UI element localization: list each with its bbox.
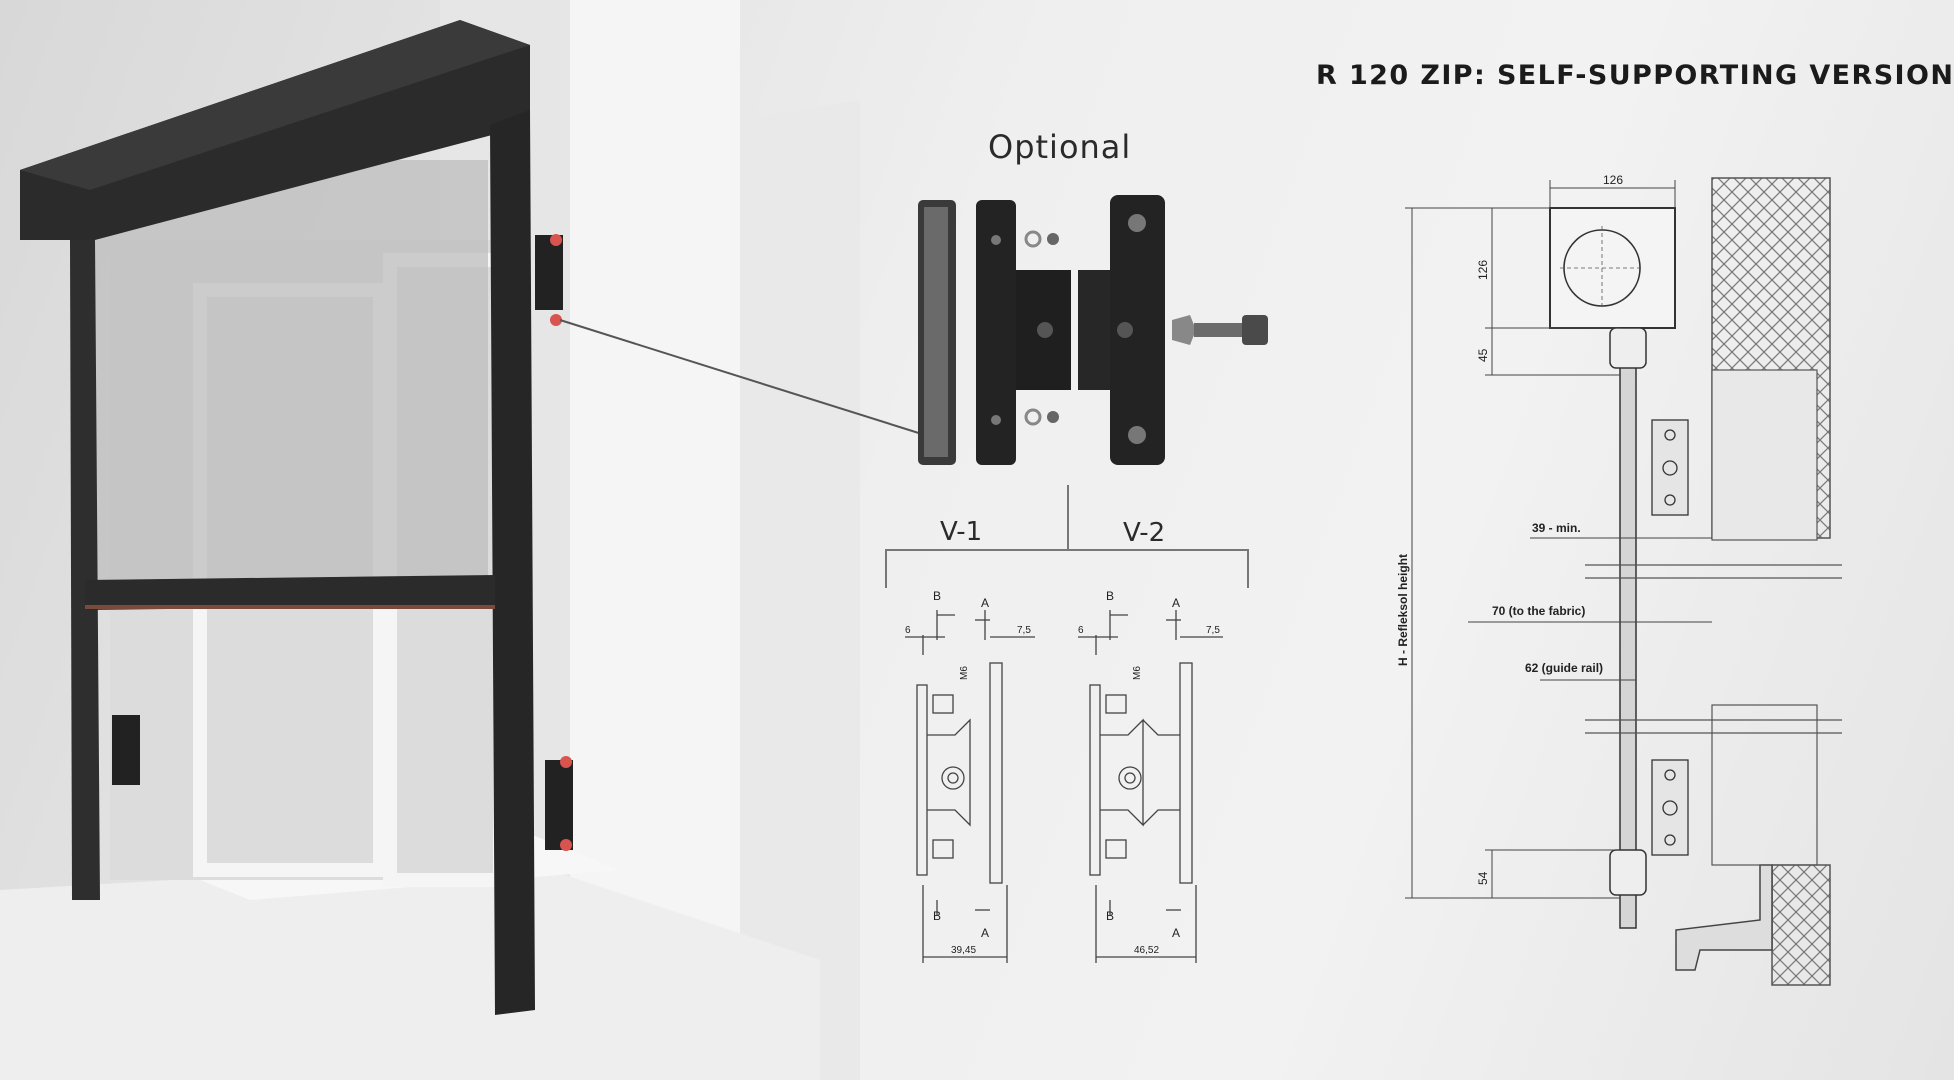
guide-rail-bottom-cap	[1609, 849, 1647, 896]
bracket-top-bolt-2	[550, 314, 562, 326]
v1-center-bolt	[941, 766, 965, 790]
variant-bracket-line	[885, 485, 1249, 588]
v2-dim-right: 7,5	[1206, 625, 1220, 636]
bracket-plate-thin-face	[924, 207, 948, 457]
v1-dim-b-top: B	[933, 589, 941, 603]
guide-rail-right	[490, 110, 535, 1015]
bolt-nut	[1172, 315, 1196, 345]
v1-dim-right: 7,5	[1017, 625, 1031, 636]
v1-profile	[927, 718, 971, 827]
callout-line	[559, 319, 926, 436]
v1-bolt-bottom	[932, 839, 954, 859]
bolt-head	[1242, 315, 1268, 345]
v1-plate-right	[989, 662, 1003, 884]
bracket-left	[112, 715, 140, 785]
v1-dim-b-bottom: B	[933, 909, 941, 923]
v1-width-label: 39,45	[951, 945, 976, 956]
v1-plate-left	[916, 684, 928, 876]
window-render	[0, 0, 926, 1080]
bracket-plate-large	[1110, 195, 1165, 465]
v2-dim-left: 6	[1078, 625, 1084, 636]
nut-top	[1047, 233, 1059, 245]
bracket-bottom-bolt-1	[560, 756, 572, 768]
guide-rail	[1619, 327, 1637, 929]
v2-width-label: 46,52	[1134, 945, 1159, 956]
section-drawing: 126 126 45 54 H - Refleksol height 39 - …	[1396, 173, 1842, 986]
v1-dim-a-top: A	[981, 596, 989, 610]
v2-dim-b-top: B	[1106, 589, 1114, 603]
bottom-bar	[85, 575, 495, 610]
washer-bottom	[1024, 408, 1042, 426]
window-sill	[0, 860, 820, 1080]
dim-top-126-label: 126	[1603, 173, 1623, 187]
v2-plate-left	[1089, 684, 1101, 876]
dim-box-126-label: 126	[1476, 260, 1490, 280]
bracket-large-hole-3	[1117, 322, 1133, 338]
bracket-plate-mid	[976, 200, 1016, 465]
washer-top	[1024, 230, 1042, 248]
v2-center-bolt	[1118, 766, 1142, 790]
guide-rail-top-cap	[1609, 327, 1647, 369]
v1-bolt-label: M6	[959, 666, 970, 680]
cassette-box-top	[20, 20, 530, 190]
wall-plain	[1711, 369, 1818, 541]
bracket-hole-1	[991, 235, 1001, 245]
bracket-top	[535, 235, 563, 310]
v2-profile	[1100, 718, 1180, 827]
v2-plate-right	[1179, 662, 1193, 884]
wall-reveal-lower	[1711, 704, 1818, 866]
v2-dim-b-bottom: B	[1106, 909, 1114, 923]
v1-dim-a-bottom: A	[981, 926, 989, 940]
dim-54-label: 54	[1476, 871, 1490, 885]
v1-bolt-top	[932, 694, 954, 714]
bracket-hole-2	[991, 415, 1001, 425]
v2-bolt-label: M6	[1132, 666, 1143, 680]
bracket-bottom	[545, 760, 573, 850]
wall-hatch-bottom	[1771, 864, 1831, 986]
v2-dim-a-top: A	[1172, 596, 1180, 610]
wall-pillar	[520, 0, 740, 1080]
variant-v2-label: V-2	[1123, 518, 1166, 548]
screen-fabric	[88, 160, 488, 600]
exploded-bracket	[918, 195, 1268, 465]
window-sill-profile	[1675, 864, 1773, 971]
dim-45-label: 45	[1476, 348, 1490, 362]
bracket-large-hole-1	[1128, 214, 1146, 232]
optional-label: Optional	[988, 128, 1132, 166]
bracket-top-bolt-1	[550, 234, 562, 246]
v2-dim-a-bottom: A	[1172, 926, 1180, 940]
dim-fabric-label: 70 (to the fabric)	[1492, 604, 1585, 618]
v1-drawing: B A 6 7,5 M6 B A 39,45	[905, 589, 1035, 963]
dim-min-label: 39 - min.	[1532, 521, 1581, 535]
bracket-block-hole-1	[1037, 322, 1053, 338]
bolt-shaft	[1194, 323, 1242, 337]
v1-dim-left: 6	[905, 625, 911, 636]
variant-v1-label: V-1	[940, 517, 983, 547]
dim-rail-label: 62 (guide rail)	[1525, 661, 1603, 675]
wall-shadow	[740, 100, 860, 1080]
bracket-large-hole-2	[1128, 426, 1146, 444]
bracket-bottom-bolt-2	[560, 839, 572, 851]
nut-bottom	[1047, 411, 1059, 423]
height-label: H - Refleksol height	[1396, 554, 1410, 666]
bottom-bar-edge	[85, 605, 495, 609]
v2-drawing: B A 6 7,5 M6 B A 46,52	[1078, 589, 1223, 963]
page-title: R 120 ZIP: SELF-SUPPORTING VERSION	[1316, 60, 1954, 91]
guide-rail-left	[70, 240, 100, 900]
